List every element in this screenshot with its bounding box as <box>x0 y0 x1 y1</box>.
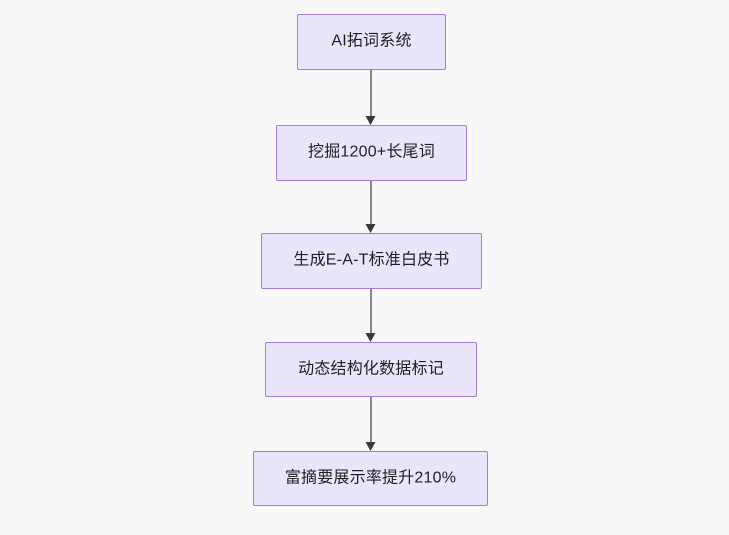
flow-node-4[interactable]: 动态结构化数据标记 <box>265 342 477 397</box>
flow-node-2[interactable]: 挖掘1200+长尾词 <box>276 125 467 181</box>
flow-node-5-label: 富摘要展示率提升210% <box>284 469 457 486</box>
flow-edge-1-arrowhead <box>365 116 376 125</box>
flow-edge-1-line <box>370 70 372 116</box>
flow-node-2-label: 挖掘1200+长尾词 <box>308 143 435 161</box>
flow-node-3[interactable]: 生成E-A-T标准白皮书 <box>261 233 482 289</box>
flow-edge-4-arrowhead <box>365 442 376 451</box>
flow-node-5[interactable]: 富摘要展示率提升210% <box>253 451 488 506</box>
flow-node-1[interactable]: AI拓词系统 <box>297 14 446 70</box>
flow-node-4-label: 动态结构化数据标记 <box>298 360 444 377</box>
flow-edge-2-arrowhead <box>365 224 376 233</box>
flow-edge-3-line <box>370 289 372 333</box>
flow-node-3-label: 生成E-A-T标准白皮书 <box>293 251 450 269</box>
flow-edge-4-line <box>370 397 372 442</box>
flow-node-1-label: AI拓词系统 <box>331 32 412 50</box>
flow-edge-2-line <box>370 181 372 224</box>
flow-edge-3-arrowhead <box>365 333 376 342</box>
